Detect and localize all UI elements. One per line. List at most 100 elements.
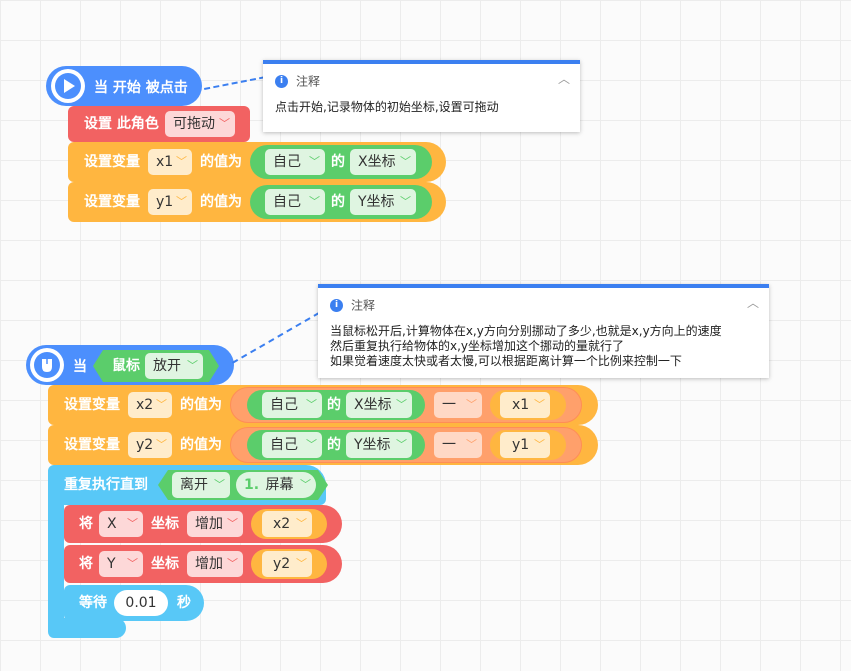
chevron-down-icon: ﹀ [176, 155, 187, 168]
change-mode-value: 增加 [195, 516, 223, 532]
variable-dropdown-value: x1 [512, 397, 530, 413]
variable-dropdown[interactable]: y2 ﹀ [262, 551, 312, 577]
object-dropdown[interactable]: 自己 ﹀ [262, 392, 322, 418]
collapse-chevron-icon[interactable]: ︿ [557, 72, 570, 86]
value-of-label: 的值为 [200, 194, 242, 210]
operator-dropdown[interactable]: 一 ﹀ [434, 432, 482, 458]
variable-dropdown[interactable]: x1 ﹀ [500, 392, 550, 418]
set-variable-label: 设置变量 [64, 437, 120, 453]
repeat-until-label: 重复执行直到 [64, 477, 148, 493]
seconds-label: 秒 [177, 595, 191, 611]
chevron-down-icon: ﹀ [396, 398, 407, 411]
target-badge: 1. [244, 477, 260, 493]
chevron-down-icon: ﹀ [156, 398, 167, 411]
variable-dropdown-x1[interactable]: x1 ﹀ [148, 149, 192, 175]
property-dropdown[interactable]: Y坐标 ﹀ [346, 432, 412, 458]
mouse-icon [30, 348, 64, 382]
change-mode-value: 增加 [195, 556, 223, 572]
collapse-chevron-icon[interactable]: ︿ [746, 296, 759, 310]
axis-dropdown[interactable]: X ﹀ [99, 511, 143, 537]
info-icon: i [275, 75, 288, 88]
touching-dropdown[interactable]: 离开 ﹀ [172, 472, 230, 498]
object-dropdown-value: 自己 [273, 194, 301, 210]
chevron-down-icon: ﹀ [534, 398, 545, 411]
change-mode-dropdown[interactable]: 增加 ﹀ [187, 551, 243, 577]
chevron-down-icon: ﹀ [296, 517, 307, 530]
axis-dropdown-value: Y [107, 556, 116, 572]
object-dropdown[interactable]: 自己 ﹀ [265, 189, 325, 215]
chevron-down-icon: ﹀ [127, 517, 138, 530]
coordinate-label: 坐标 [151, 556, 179, 572]
set-sprite-label: 设置 此角色 [84, 116, 159, 132]
axis-dropdown-value: X [107, 516, 117, 532]
mouse-action-dropdown[interactable]: 放开 ﹀ [145, 353, 203, 379]
variable-dropdown[interactable]: x2 ﹀ [262, 511, 312, 537]
change-mode-dropdown[interactable]: 增加 ﹀ [187, 511, 243, 537]
mouse-label: 鼠标 [112, 358, 140, 374]
object-dropdown-value: 自己 [273, 154, 301, 170]
chevron-down-icon: ﹀ [219, 117, 230, 130]
info-icon: i [330, 299, 343, 312]
chevron-down-icon: ﹀ [400, 155, 411, 168]
variable-dropdown-x2[interactable]: x2 ﹀ [128, 392, 172, 418]
operator-dropdown-value: 一 [442, 397, 456, 413]
chevron-down-icon: ﹀ [306, 398, 317, 411]
axis-dropdown[interactable]: Y ﹀ [99, 551, 143, 577]
of-label: 的 [327, 397, 341, 413]
property-dropdown[interactable]: X坐标 ﹀ [346, 392, 412, 418]
note-line: 当鼠标松开后,计算物体在x,y方向分别挪动了多少,也就是x,y方向上的速度 [330, 324, 722, 338]
chevron-down-icon: ﹀ [466, 438, 477, 451]
when-start-clicked-label: 当 开始 被点击 [94, 80, 188, 96]
chevron-down-icon: ﹀ [296, 557, 307, 570]
property-dropdown-value: Y坐标 [358, 194, 395, 210]
variable-dropdown[interactable]: y1 ﹀ [500, 432, 550, 458]
property-dropdown-value: X坐标 [358, 154, 396, 170]
repeat-until-arm [48, 500, 64, 622]
object-dropdown[interactable]: 自己 ﹀ [265, 149, 325, 175]
set-variable-label: 设置变量 [64, 397, 120, 413]
draggable-dropdown[interactable]: 可拖动 ﹀ [165, 111, 235, 137]
touching-dropdown-value: 离开 [180, 477, 208, 493]
operator-dropdown[interactable]: 一 ﹀ [434, 392, 482, 418]
target-dropdown[interactable]: 1. 屏幕 ﹀ [236, 472, 316, 498]
chevron-down-icon: ﹀ [309, 155, 320, 168]
chevron-down-icon: ﹀ [214, 478, 225, 491]
play-icon [51, 69, 85, 103]
when-label: 当 [73, 359, 87, 375]
chevron-down-icon: ﹀ [400, 195, 411, 208]
object-dropdown[interactable]: 自己 ﹀ [262, 432, 322, 458]
wait-seconds-input[interactable]: 0.01 [114, 590, 168, 616]
chevron-down-icon: ﹀ [396, 438, 407, 451]
chevron-down-icon: ﹀ [127, 557, 138, 570]
property-dropdown[interactable]: X坐标 ﹀ [350, 149, 416, 175]
mouse-action-value: 放开 [153, 358, 181, 374]
coordinate-label: 坐标 [151, 516, 179, 532]
set-variable-label: 设置变量 [84, 154, 140, 170]
value-of-label: 的值为 [200, 154, 242, 170]
of-label: 的 [331, 194, 345, 210]
operator-dropdown-value: 一 [442, 437, 456, 453]
chevron-down-icon: ﹀ [176, 195, 187, 208]
property-dropdown-value: Y坐标 [354, 437, 391, 453]
variable-dropdown-y2[interactable]: y2 ﹀ [128, 432, 172, 458]
chevron-down-icon: ﹀ [227, 517, 238, 530]
chevron-down-icon: ﹀ [187, 359, 198, 372]
note-text: 点击开始,记录物体的初始坐标,设置可拖动 [275, 100, 499, 114]
chevron-down-icon: ﹀ [309, 195, 320, 208]
variable-dropdown-value: x2 [136, 397, 154, 413]
variable-dropdown-y1[interactable]: y1 ﹀ [148, 189, 192, 215]
note-line: 然后重复执行给物体的x,y坐标增加这个挪动的量就行了 [330, 339, 625, 353]
note-line: 如果觉着速度太快或者太慢,可以根据距离计算一个比例来控制一下 [330, 354, 682, 368]
chevron-down-icon: ﹀ [306, 438, 317, 451]
variable-dropdown-value: y1 [512, 437, 530, 453]
property-dropdown[interactable]: Y坐标 ﹀ [350, 189, 416, 215]
variable-dropdown-value: x1 [156, 154, 174, 170]
property-dropdown-value: X坐标 [354, 397, 392, 413]
variable-dropdown-value: x2 [273, 516, 291, 532]
wait-label: 等待 [79, 595, 107, 611]
of-label: 的 [327, 437, 341, 453]
